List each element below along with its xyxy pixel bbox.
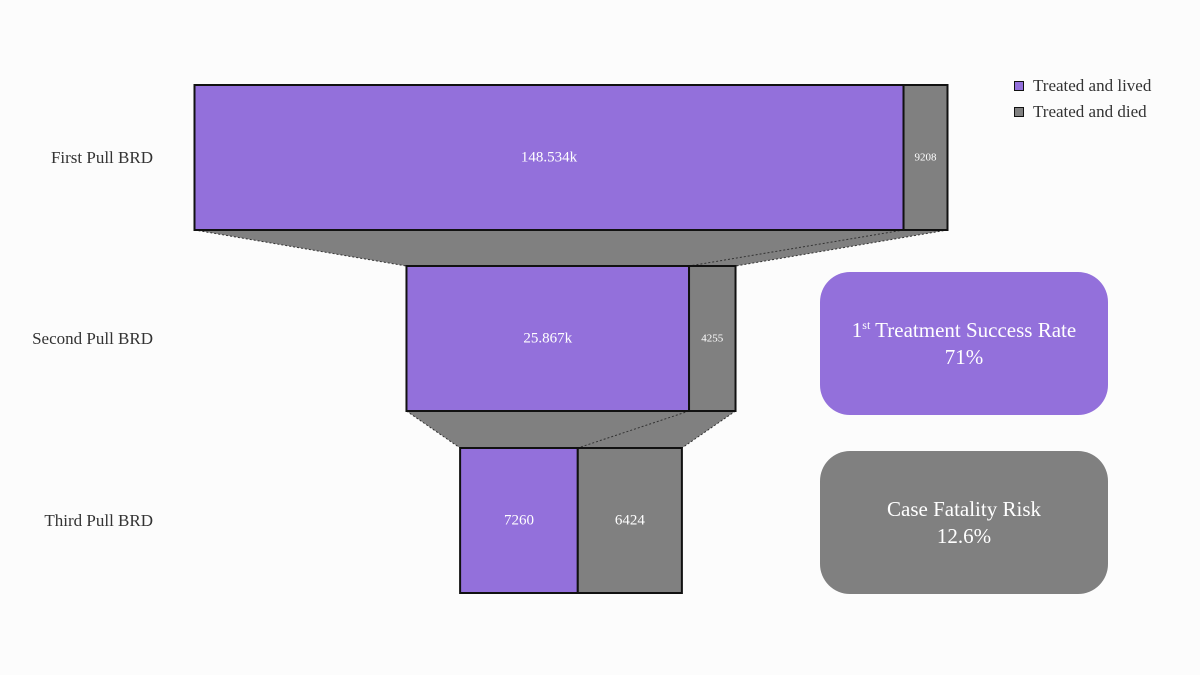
fatality-risk-value: 12.6% xyxy=(936,523,992,548)
legend-label-lived: Treated and lived xyxy=(1033,76,1152,95)
bar-lived xyxy=(405,265,691,412)
bar-label-died: 6424 xyxy=(615,513,646,529)
bar-label-died: 9208 xyxy=(915,152,938,164)
success-rate-card: 1st Treatment Success Rate 71% xyxy=(820,272,1108,415)
connector-edge-split xyxy=(688,229,904,267)
legend-item-lived[interactable]: Treated and lived xyxy=(1014,73,1151,99)
bar-label-died: 4255 xyxy=(701,333,724,345)
stage-label: Third Pull BRD xyxy=(44,511,153,530)
bar-lived xyxy=(459,447,579,594)
fatality-risk-title: Case Fatality Risk xyxy=(887,496,1041,521)
bar-lived xyxy=(193,84,905,231)
bar-died xyxy=(902,84,949,231)
stage-label: Second Pull BRD xyxy=(32,329,153,348)
legend-swatch-died xyxy=(1014,107,1024,117)
stage-label: First Pull BRD xyxy=(51,148,153,167)
bar-label-lived: 25.867k xyxy=(523,331,572,347)
fatality-risk-card: Case Fatality Risk 12.6% xyxy=(820,451,1108,594)
success-rate-ordinal-suffix: st xyxy=(862,317,871,332)
bar-label-lived: 7260 xyxy=(504,513,534,529)
success-rate-label: Treatment Success Rate xyxy=(870,317,1077,342)
bar-died xyxy=(576,447,683,594)
funnel-connector xyxy=(406,411,736,448)
legend-item-died[interactable]: Treated and died xyxy=(1014,99,1151,125)
bar-died xyxy=(688,265,737,412)
legend-swatch-lived xyxy=(1014,81,1024,91)
funnel-connector xyxy=(194,230,948,266)
bar-label-lived: 148.534k xyxy=(521,150,578,166)
connector-edge-split xyxy=(577,410,690,449)
success-rate-value: 71% xyxy=(944,344,984,369)
legend: Treated and lived Treated and died xyxy=(1014,73,1151,125)
legend-label-died: Treated and died xyxy=(1033,102,1147,121)
connector-edge-left xyxy=(406,410,461,449)
connector-edge-right xyxy=(681,410,736,449)
success-rate-title: 1st Treatment Success Rate xyxy=(852,317,1076,344)
success-rate-ordinal: 1 xyxy=(851,317,863,342)
